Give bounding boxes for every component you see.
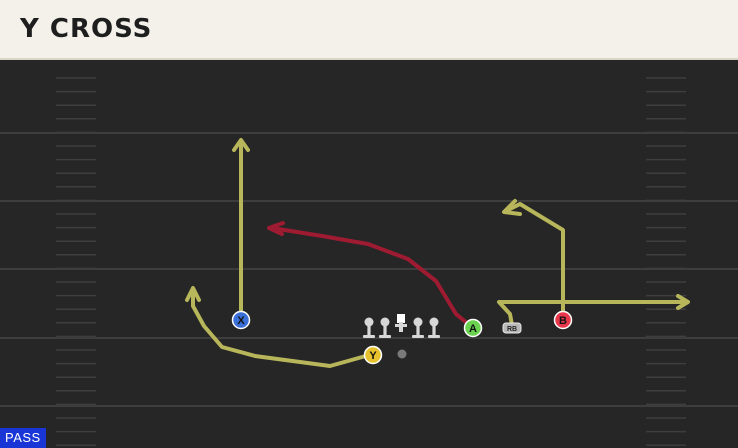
route-arrowhead-icon bbox=[185, 286, 201, 302]
player-rb[interactable]: RB bbox=[502, 322, 522, 334]
center-icon bbox=[395, 314, 407, 332]
lineman-icon bbox=[412, 317, 424, 338]
play-title: Y CROSS bbox=[20, 14, 153, 44]
player-label: Y bbox=[369, 350, 377, 362]
player-a[interactable]: A bbox=[463, 318, 483, 338]
route-line bbox=[191, 290, 375, 368]
player-marker-icon bbox=[231, 310, 251, 330]
route-arrowhead-icon bbox=[676, 294, 690, 310]
lineman-icon bbox=[363, 317, 375, 338]
player-label: X bbox=[237, 315, 245, 327]
player-label: RB bbox=[507, 326, 517, 333]
route-line bbox=[506, 202, 565, 320]
player-marker-icon bbox=[363, 345, 383, 365]
player-y[interactable]: Y bbox=[363, 345, 383, 365]
skill-players: X Y A B RB bbox=[231, 310, 573, 365]
route-line bbox=[270, 226, 475, 330]
field-surface bbox=[0, 60, 738, 448]
offensive-line bbox=[363, 314, 440, 338]
yard-lines bbox=[0, 132, 738, 407]
hash-marks bbox=[56, 77, 686, 446]
route-line bbox=[497, 300, 687, 327]
route-arrowhead-icon bbox=[232, 138, 250, 152]
route-a bbox=[267, 221, 475, 330]
lineman-icon bbox=[379, 317, 391, 338]
play-field: X Y A B RB bbox=[0, 60, 738, 448]
play-header: Y CROSS bbox=[0, 0, 738, 60]
player-label: A bbox=[469, 323, 477, 335]
route-rb bbox=[497, 294, 690, 327]
player-x[interactable]: X bbox=[231, 310, 251, 330]
play-type-badge: PASS bbox=[0, 428, 46, 448]
player-marker-icon bbox=[553, 310, 573, 330]
routes bbox=[185, 138, 690, 368]
route-x bbox=[232, 138, 250, 320]
player-label: B bbox=[559, 315, 567, 327]
rb-marker-icon bbox=[502, 322, 522, 334]
route-b bbox=[502, 199, 565, 320]
route-y bbox=[185, 286, 375, 368]
lineman-icon bbox=[428, 317, 440, 338]
player-marker-icon bbox=[463, 318, 483, 338]
route-arrowhead-icon bbox=[502, 199, 522, 216]
player-b[interactable]: B bbox=[553, 310, 573, 330]
qb-dot-icon bbox=[397, 349, 407, 359]
route-arrowhead-icon bbox=[267, 221, 285, 236]
